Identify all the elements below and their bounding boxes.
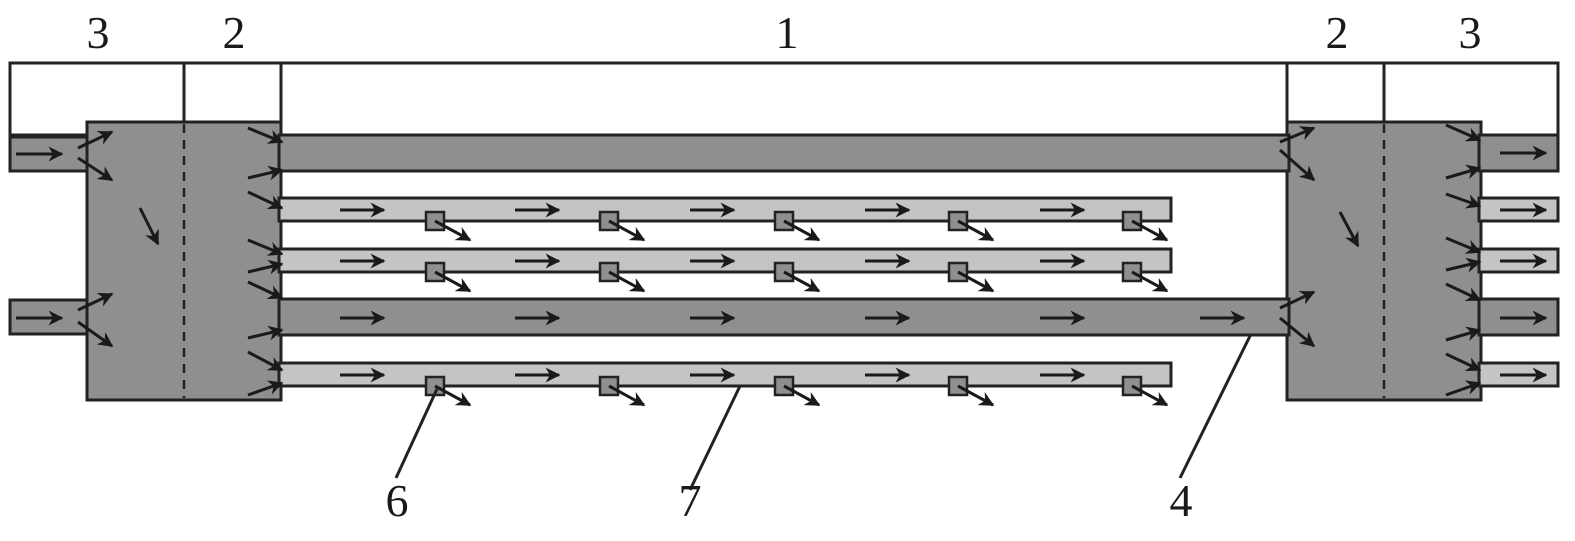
manifold-exit-arrow bbox=[247, 190, 284, 210]
particle-drift-arrow bbox=[608, 219, 646, 242]
particle-drift-arrow bbox=[1131, 384, 1169, 407]
manifold-exit-arrow bbox=[1445, 380, 1482, 397]
header-box-center-1 bbox=[279, 61, 1289, 137]
main-channel-middle bbox=[277, 297, 1291, 337]
label-section-3-right: 3 bbox=[1459, 7, 1482, 58]
manifold-exit-arrow bbox=[247, 238, 284, 256]
manifold-exit-arrow bbox=[1445, 282, 1482, 302]
manifold-exit-arrow bbox=[1445, 123, 1482, 142]
particle-drift-arrow bbox=[434, 270, 472, 293]
main-channel-top bbox=[277, 133, 1291, 173]
manifold-flow-arrow bbox=[138, 207, 160, 246]
particle-drift-arrow bbox=[957, 270, 995, 293]
manifold-exit-arrow bbox=[247, 259, 284, 275]
particle-drift-arrow bbox=[1131, 270, 1169, 293]
particle-drift-arrow bbox=[957, 384, 995, 407]
particle-drift-arrow bbox=[434, 219, 472, 242]
manifold-entry-arrow bbox=[77, 130, 114, 150]
manifold-exit-arrow bbox=[1445, 257, 1482, 273]
manifold-exit-arrow bbox=[1445, 192, 1482, 209]
particle-drift-arrow bbox=[783, 384, 821, 407]
label-callout-6: 6 bbox=[386, 475, 409, 526]
manifold-entry-arrow bbox=[1279, 148, 1316, 182]
manifold-exit-arrow bbox=[1445, 236, 1482, 254]
label-callout-7: 7 bbox=[679, 475, 702, 526]
particle-drift-arrow bbox=[957, 219, 995, 242]
particle-drift-arrow bbox=[783, 219, 821, 242]
callout-4-leader bbox=[1178, 335, 1252, 479]
particle-drift-arrow bbox=[1131, 219, 1169, 242]
manifold-entry-arrow bbox=[77, 156, 114, 182]
manifold-flow-arrow bbox=[1338, 211, 1360, 248]
label-section-2-right: 2 bbox=[1326, 7, 1349, 58]
manifold-exit-arrow bbox=[247, 280, 284, 300]
manifold-exit-arrow bbox=[247, 325, 284, 341]
flow-arrows bbox=[16, 123, 1548, 407]
label-section-1: 1 bbox=[776, 7, 799, 58]
manifold-entry-arrow bbox=[77, 292, 114, 312]
manifold-exit-arrow bbox=[247, 165, 284, 181]
manifold-exit-arrow bbox=[247, 380, 284, 397]
particle-drift-arrow bbox=[608, 384, 646, 407]
manifold-entry-arrow bbox=[1279, 316, 1316, 348]
particle-drift-arrow bbox=[783, 270, 821, 293]
manifold-exit-arrow bbox=[1445, 352, 1482, 372]
particle-drift-arrow bbox=[608, 270, 646, 293]
manifold-entry-arrow bbox=[1279, 126, 1316, 144]
label-section-2-left: 2 bbox=[223, 7, 246, 58]
manifold-exit-arrow bbox=[247, 350, 284, 372]
particle-drift-arrow bbox=[434, 384, 472, 407]
callout-7-leader bbox=[688, 385, 742, 491]
manifold-exit-arrow bbox=[247, 126, 284, 144]
manifold-entry-arrow bbox=[77, 320, 114, 348]
label-callout-4: 4 bbox=[1170, 475, 1193, 526]
label-section-3-left: 3 bbox=[87, 7, 110, 58]
manifold-entry-arrow bbox=[1279, 290, 1316, 310]
manifold-exit-arrow bbox=[1445, 326, 1482, 342]
manifold-exit-arrow bbox=[1445, 164, 1482, 180]
callout-6-leader bbox=[394, 388, 439, 479]
